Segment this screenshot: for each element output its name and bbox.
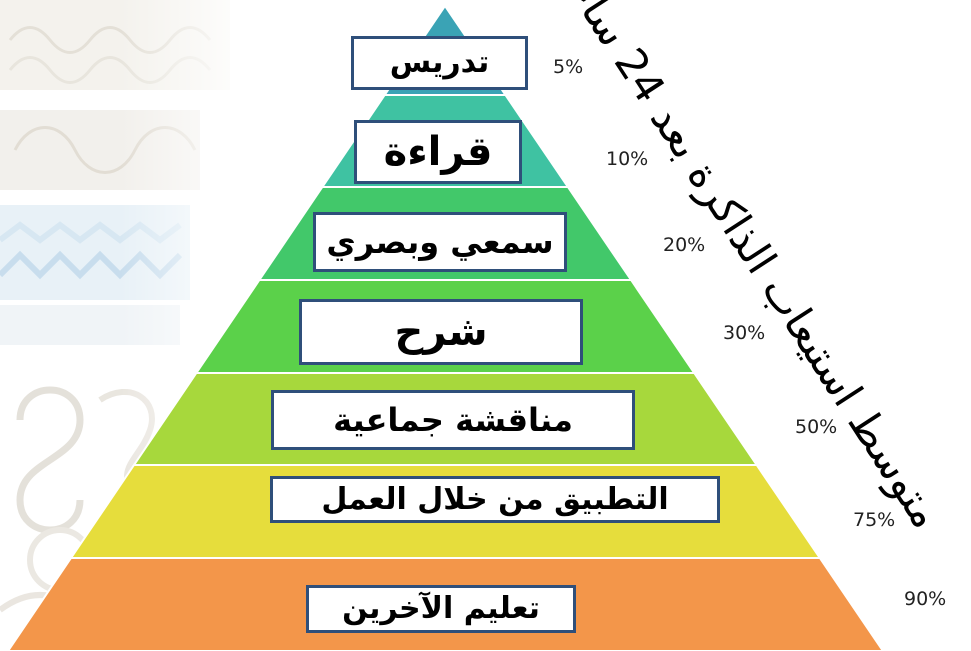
retention-percentage-5: 50% bbox=[795, 416, 838, 438]
pyramid-level-label-5: مناقشة جماعية bbox=[271, 390, 635, 450]
retention-percentage-4: 30% bbox=[723, 322, 766, 344]
pyramid-level-label-2: قراءة bbox=[354, 120, 522, 184]
pyramid-level-label-6: التطبيق من خلال العمل bbox=[270, 476, 720, 523]
pyramid-level-label-3: سمعي وبصري bbox=[313, 212, 567, 272]
retention-percentage-3: 20% bbox=[663, 234, 706, 256]
retention-percentage-7: 90% bbox=[904, 588, 947, 610]
pyramid-level-label-4: شرح bbox=[299, 299, 583, 365]
retention-percentage-6: 75% bbox=[853, 509, 896, 531]
retention-percentage-1: 5% bbox=[553, 56, 584, 78]
retention-percentage-2: 10% bbox=[606, 148, 649, 170]
pyramid-level-label-7: تعليم الآخرين bbox=[306, 585, 576, 633]
pyramid-level-label-1: تدريس bbox=[351, 36, 528, 90]
